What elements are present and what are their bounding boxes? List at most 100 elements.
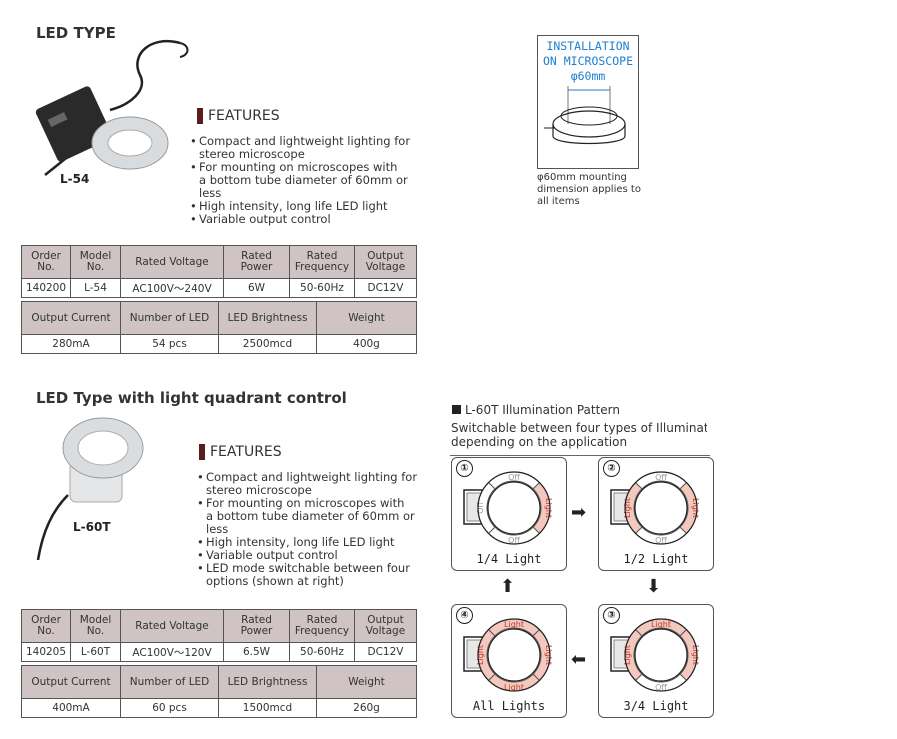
features-heading-text: FEATURES — [208, 108, 280, 124]
feature-text: Variable output control — [206, 548, 338, 562]
installation-note-line: all items — [537, 196, 580, 207]
column-header: Weight — [316, 301, 417, 335]
panel-caption: 3/4 Light — [623, 699, 689, 713]
panel-caption: 1/4 Light — [476, 552, 542, 566]
installation-line2: ON MICROSCOPE — [542, 54, 633, 68]
ring-center — [634, 628, 688, 682]
pattern-desc-line: depending on the application — [451, 435, 628, 449]
quadrant-label: Light — [504, 683, 524, 692]
quadrant-label: Light — [476, 645, 485, 665]
header-line: No. — [86, 261, 105, 273]
column-header: Output Current — [21, 665, 121, 699]
column-header: Weight — [316, 665, 417, 699]
feature-text: Compact and lightweight lighting for — [206, 470, 418, 484]
header-line: Rated Power — [240, 614, 273, 637]
quadrant-label: Off — [655, 473, 667, 482]
quadrant-label: Off — [508, 473, 520, 482]
feature-text: Compact and lightweight lighting for — [199, 134, 411, 148]
ring-center — [487, 628, 541, 682]
quadrant-label: Light — [504, 620, 524, 629]
panel-number: ② — [603, 460, 620, 477]
heading-bar — [199, 444, 205, 460]
quadrant-label: Off — [476, 502, 485, 514]
feature-text: High intensity, long life LED light — [206, 535, 395, 549]
arrow-up-icon: ⬆ — [500, 576, 516, 597]
ring-center — [634, 481, 688, 535]
table-cell: 400mA — [21, 698, 121, 718]
feature-text-cont: a bottom tube diameter of 60mm or less — [206, 509, 415, 536]
feature-text-cont: stereo microscope — [199, 147, 305, 161]
l60t-model-label: L-60T — [73, 520, 111, 534]
installation-note-line: φ60mm mounting — [537, 172, 627, 183]
header-line: Output — [367, 250, 404, 262]
installation-note-line: dimension applies to — [537, 184, 641, 195]
feature-text: High intensity, long life LED light — [199, 199, 388, 213]
arrow-left-icon: ⬅ — [571, 649, 587, 670]
arrow-down-icon: ⬇ — [646, 576, 662, 597]
feature-text: For mounting on microscopes with — [199, 160, 398, 174]
header-line: Output — [367, 614, 404, 626]
l54-product-image — [35, 40, 189, 176]
header-line: Rated — [306, 250, 338, 262]
section1-title: LED TYPE — [36, 24, 116, 42]
column-header: Rated Power — [223, 609, 290, 643]
table-cell: DC12V — [354, 278, 417, 298]
installation-line1: INSTALLATION — [546, 39, 630, 53]
table-cell: 260g — [316, 698, 417, 718]
table-cell: 2500mcd — [218, 334, 317, 354]
column-header: Number of LED — [120, 301, 219, 335]
header-line: No. — [86, 625, 105, 637]
feature-item: LED mode switchable between fouroptions … — [197, 562, 437, 588]
column-header: LED Brightness — [218, 665, 317, 699]
feature-item: Compact and lightweight lighting forster… — [197, 471, 437, 497]
quadrant-label: Light — [651, 620, 671, 629]
table-cell: 6W — [223, 278, 290, 298]
feature-item: High intensity, long life LED light — [190, 199, 430, 214]
column-header: Rated Power — [223, 245, 290, 279]
table-cell: DC12V — [354, 642, 417, 662]
table-cell: 140205 — [21, 642, 71, 662]
column-header: Output Current — [21, 301, 121, 335]
table-cell: 50-60Hz — [289, 278, 355, 298]
installation-diagram: INSTALLATION ON MICROSCOPE φ60mm — [537, 35, 639, 169]
l60t-product-image — [36, 417, 144, 560]
section1-features-heading: FEATURES — [197, 108, 280, 124]
header-line: No. — [37, 261, 55, 273]
table-cell: 1500mcd — [218, 698, 317, 718]
column-header: Rated Voltage — [120, 609, 224, 643]
section2-features-list: Compact and lightweight lighting forster… — [197, 471, 437, 588]
panel-number: ① — [456, 460, 473, 477]
feature-text-cont: a bottom tube diameter of 60mm or less — [199, 173, 408, 200]
table-cell: 400g — [316, 334, 417, 354]
quadrant-label: Off — [655, 536, 667, 545]
ring-outline — [477, 618, 551, 692]
pattern-title-text: L-60T Illumination Pattern — [465, 403, 620, 417]
quadrant-label: Light — [623, 498, 632, 518]
table-cell: AC100V～120V — [120, 642, 224, 662]
table-cell: 140200 — [21, 278, 71, 298]
panel-caption: All Lights — [472, 699, 546, 713]
table-cell: L-54 — [70, 278, 121, 298]
header-line: Model — [79, 250, 112, 262]
quadrant-label: Light — [691, 645, 700, 665]
table-cell: 6.5W — [223, 642, 290, 662]
pattern-description: Switchable between four types of Illumin… — [451, 421, 707, 449]
arrow-right-icon: ➡ — [571, 502, 587, 523]
